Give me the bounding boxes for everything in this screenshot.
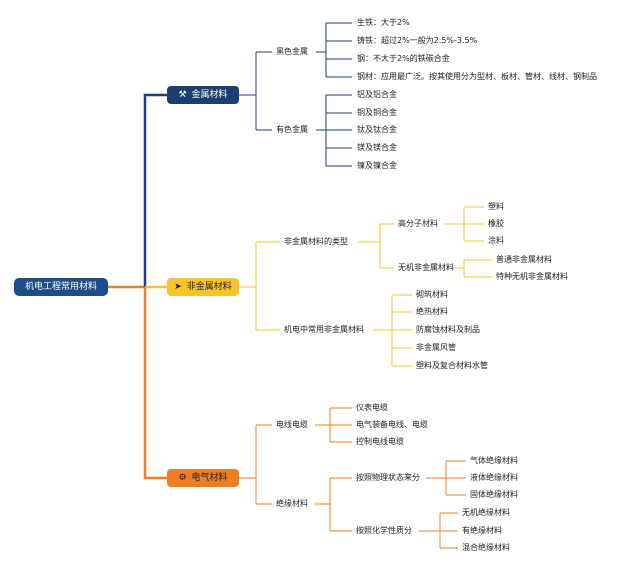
cables-item: 控制电线电缆 xyxy=(356,437,404,446)
metal-node[interactable]: ⚒ 金属材料 xyxy=(167,86,239,104)
tools-icon: ⚒ xyxy=(178,90,187,100)
common-nonmetal-item: 塑料及复合材料水管 xyxy=(416,361,488,370)
physical-state-node[interactable]: 按照物理状态来分 xyxy=(356,473,420,482)
common-nonmetal-item: 防腐蚀材料及制品 xyxy=(416,325,480,334)
cables-item: 仪表电缆 xyxy=(356,403,388,412)
nonmetal-label: 非金属材料 xyxy=(186,282,232,292)
root-connectors xyxy=(108,93,167,480)
nonmetal-node[interactable]: ➤ 非金属材料 xyxy=(167,278,239,296)
common-nonmetal-item: 绝热材料 xyxy=(416,307,448,316)
cables-node[interactable]: 电线电缆 xyxy=(276,420,308,429)
nonferrous-item: 镁及镁合金 xyxy=(357,143,397,152)
root-node[interactable]: 机电工程常用材料 xyxy=(14,278,108,296)
physical-item: 固体绝缘材料 xyxy=(470,490,518,499)
metal-label: 金属材料 xyxy=(191,90,228,100)
chemical-node[interactable]: 按照化学性质分 xyxy=(356,526,412,535)
inorganic-node[interactable]: 无机非金属材料 xyxy=(398,263,454,272)
polymer-item: 橡胶 xyxy=(488,219,504,228)
nonferrous-item: 铝及铝合金 xyxy=(357,90,397,99)
physical-item: 液体绝缘材料 xyxy=(470,473,518,482)
electrical-node[interactable]: ⚙ 电气材料 xyxy=(167,469,239,487)
electrical-connectors xyxy=(239,407,466,549)
polymer-item: 塑料 xyxy=(488,202,504,211)
polymer-node[interactable]: 高分子材料 xyxy=(398,219,438,228)
paper-plane-icon: ➤ xyxy=(174,282,182,292)
ferrous-item: 铸铁：超过2%一般为2.5%-3.5% xyxy=(357,36,478,45)
nonferrous-item: 镍及镍合金 xyxy=(357,161,397,170)
insulation-node[interactable]: 绝缘材料 xyxy=(276,499,308,508)
nonferrous-item: 铜及铜合金 xyxy=(357,108,397,117)
ferrous-item: 生铁：大于2% xyxy=(357,18,410,27)
chemical-item: 混合绝缘材料 xyxy=(462,543,510,552)
ferrous-item: 钢材：应用最广泛。按其使用分为型材、板材、管材、线材、钢制品 xyxy=(357,72,597,81)
physical-item: 气体绝缘材料 xyxy=(470,456,518,465)
common-nonmetal-node[interactable]: 机电中常用非金属材料 xyxy=(284,325,364,334)
electrical-label: 电气材料 xyxy=(191,473,228,483)
gear-icon: ⚙ xyxy=(178,473,187,483)
nonmetal-types-node[interactable]: 非金属材料的类型 xyxy=(284,237,348,246)
common-nonmetal-item: 非金属风管 xyxy=(416,343,456,352)
metal-connectors xyxy=(239,22,352,167)
common-nonmetal-item: 砌筑材料 xyxy=(416,290,448,299)
inorganic-item: 普通非金属材料 xyxy=(496,255,552,264)
inorganic-item: 特种无机非金属材料 xyxy=(496,272,568,281)
nonferrous-node[interactable]: 有色金属 xyxy=(276,125,308,134)
polymer-item: 涂料 xyxy=(488,236,504,245)
chemical-item: 有绝缘材料 xyxy=(462,526,502,535)
chemical-item: 无机绝缘材料 xyxy=(462,508,510,517)
nonferrous-item: 钛及钛合金 xyxy=(357,125,397,134)
ferrous-item: 钢：不大于2%的铁碳合金 xyxy=(357,54,450,63)
nonmetal-connectors xyxy=(239,206,492,367)
ferrous-node[interactable]: 黑色金属 xyxy=(276,47,308,56)
cables-item: 电气装备电线、电缆 xyxy=(356,420,428,429)
